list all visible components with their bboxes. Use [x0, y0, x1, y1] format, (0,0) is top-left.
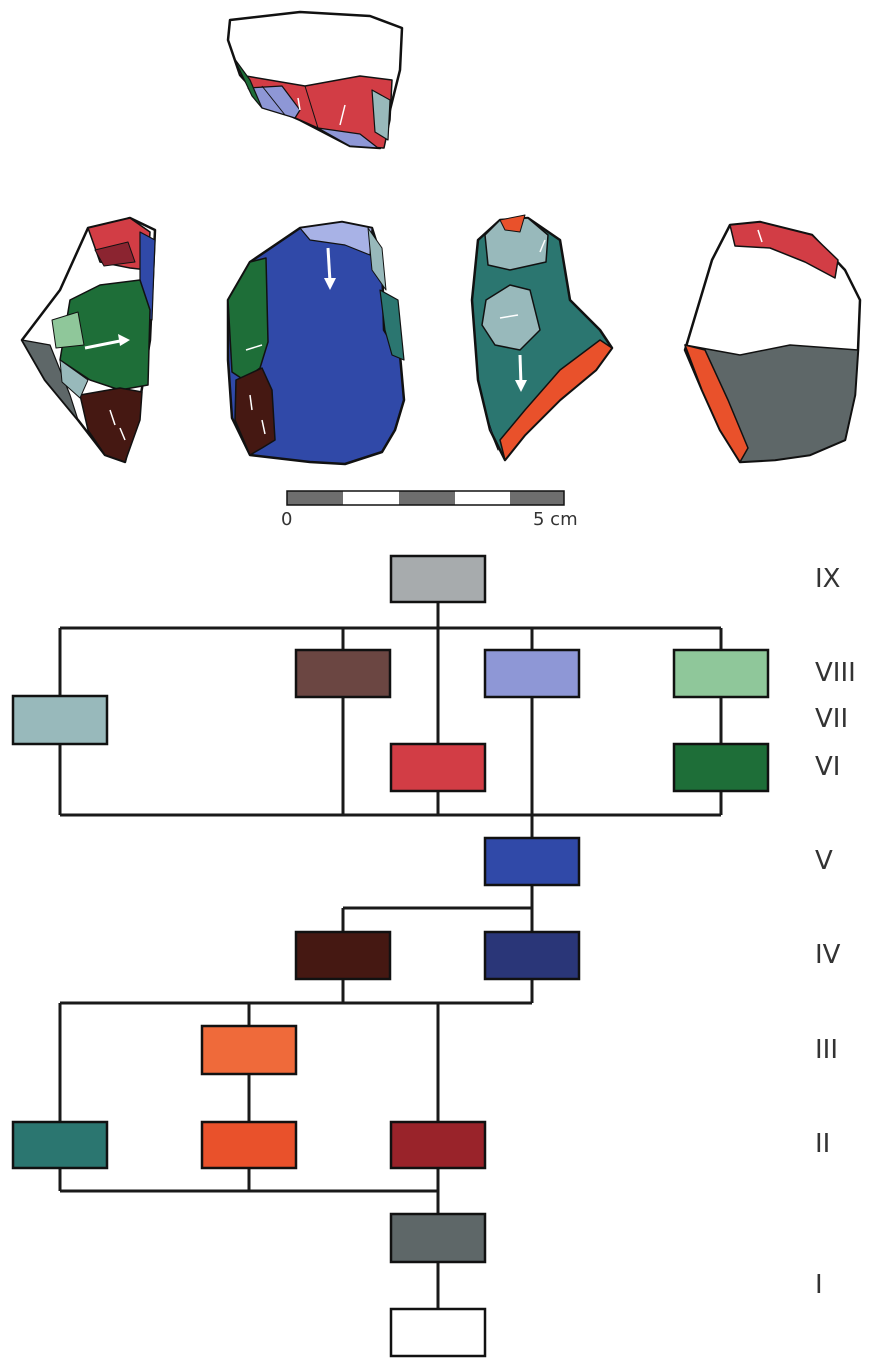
phase-label-viii: VIII [815, 658, 856, 688]
unit-box-ii-crimson [389, 1120, 487, 1170]
phase-label-vii: VII [815, 704, 848, 734]
scale-end-label: 5 cm [533, 509, 578, 530]
scale-bar: 0 5 cm [281, 490, 578, 530]
unit-box-vi-green [672, 742, 770, 793]
phase-label-iii: III [815, 1035, 838, 1065]
unit-box-viii-lightgreen [672, 648, 770, 699]
unit-box-ii-teal [11, 1120, 109, 1170]
unit-box-viii-brown [294, 648, 392, 699]
phase-labels: IX VIII VII VI V IV III II I [815, 564, 856, 1300]
unit-box-ii-orangered [200, 1120, 298, 1170]
left-lateral-artifact-icon [20, 216, 157, 464]
right-lateral-artifact-icon [470, 214, 614, 462]
phase-label-ii: II [815, 1129, 830, 1159]
phase-label-ix: IX [815, 564, 840, 594]
phase-label-vi: VI [815, 752, 840, 782]
unit-box-vi-red [389, 742, 487, 793]
phase-label-i: I [815, 1270, 823, 1300]
unit-box-i-gray [389, 1212, 487, 1264]
unit-box-ix [389, 554, 487, 604]
matrix-connectors [58, 602, 723, 1309]
dorsal-artifact-icon [226, 220, 406, 466]
unit-box-vii-lightteal [11, 694, 109, 746]
unit-box-iv-navy [483, 930, 581, 981]
unit-box-viii-lavender [483, 648, 581, 699]
phase-label-v: V [815, 846, 833, 876]
unit-box-i-white [389, 1307, 487, 1358]
unit-box-v-blue [483, 836, 581, 887]
ventral-artifact-icon [683, 220, 862, 464]
unit-box-iv-darkbrown [294, 930, 392, 981]
matrix-boxes [11, 554, 770, 1358]
phase-label-iv: IV [815, 940, 841, 970]
unit-box-iii-orange [200, 1024, 298, 1076]
top-view-artifact-icon [226, 10, 404, 150]
scale-start-label: 0 [281, 509, 292, 530]
